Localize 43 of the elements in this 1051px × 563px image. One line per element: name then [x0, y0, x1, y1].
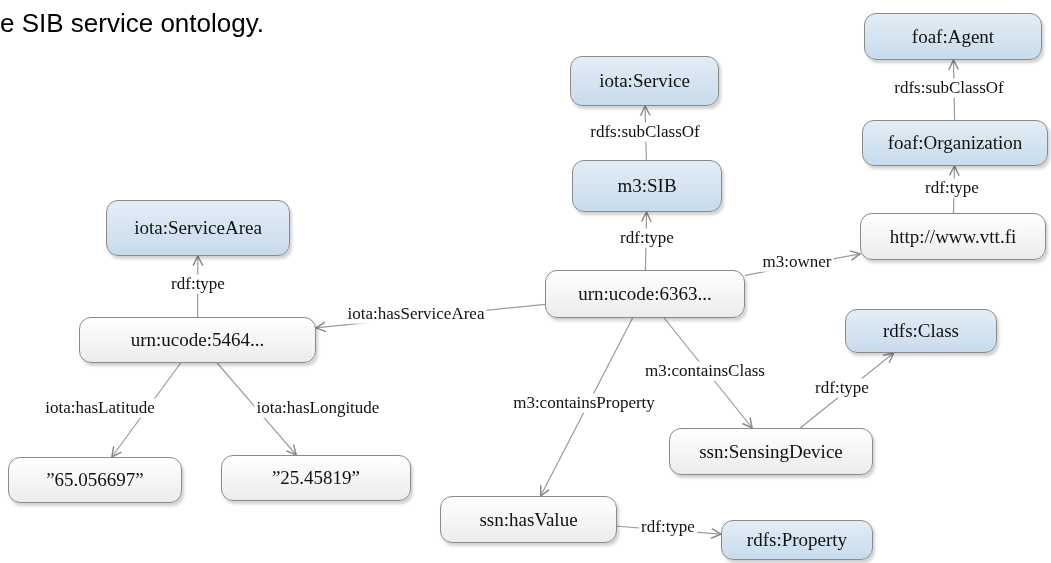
node-label: ”65.056697”: [46, 469, 144, 491]
class-node: [862, 120, 1048, 166]
edge-label: rdfs:subClassOf: [892, 78, 1006, 98]
resource-node: [545, 270, 745, 318]
class-node: [106, 200, 290, 256]
node-label: foaf:Organization: [887, 132, 1023, 154]
edge-label: rdf:type: [639, 517, 697, 537]
node-label: ssn:hasValue: [479, 508, 578, 531]
figure-caption: e SIB service ontology.: [0, 8, 264, 39]
arrow: [216, 362, 297, 456]
node-label: ”25.45819”: [271, 467, 361, 489]
node-label: http://www.vtt.fi: [889, 225, 1017, 248]
edge-label: rdfs:subClassOf: [588, 122, 702, 142]
resource-node: [860, 213, 1046, 260]
edge-label: rdf:type: [923, 178, 981, 198]
edge-label: m3:containsClass: [643, 361, 767, 381]
node-label: rdfs:Property: [746, 529, 848, 551]
resource-node: [221, 455, 411, 501]
node-label: m3:SIB: [617, 175, 677, 197]
node-label: rdfs:Class: [883, 320, 959, 342]
resource-node: [669, 428, 873, 475]
edge-label: iota:hasLatitude: [43, 398, 157, 418]
class-node: [864, 13, 1042, 60]
node-label: foaf:Agent: [911, 25, 995, 48]
arrow: [539, 317, 634, 497]
resource-node: [8, 457, 182, 503]
edge-label: m3:containsProperty: [511, 393, 657, 413]
class-node: [845, 309, 997, 353]
node-label: ssn:SensingDevice: [699, 440, 843, 463]
class-node: [572, 160, 722, 212]
class-node: [570, 56, 719, 106]
edge-label: iota:hasServiceArea: [345, 304, 487, 324]
edge-label: iota:hasLongitude: [254, 398, 382, 418]
node-label: iota:ServiceArea: [134, 217, 262, 239]
edge-label: rdf:type: [813, 378, 871, 398]
edge-label: rdf:type: [618, 228, 676, 248]
edge-label: rdf:type: [169, 274, 227, 294]
node-label: urn:ucode:5464...: [130, 329, 265, 351]
resource-node: [79, 317, 316, 363]
node-label: iota:Service: [599, 70, 690, 92]
resource-node: [440, 496, 617, 543]
class-node: [721, 520, 873, 560]
node-label: urn:ucode:6363...: [578, 283, 712, 305]
